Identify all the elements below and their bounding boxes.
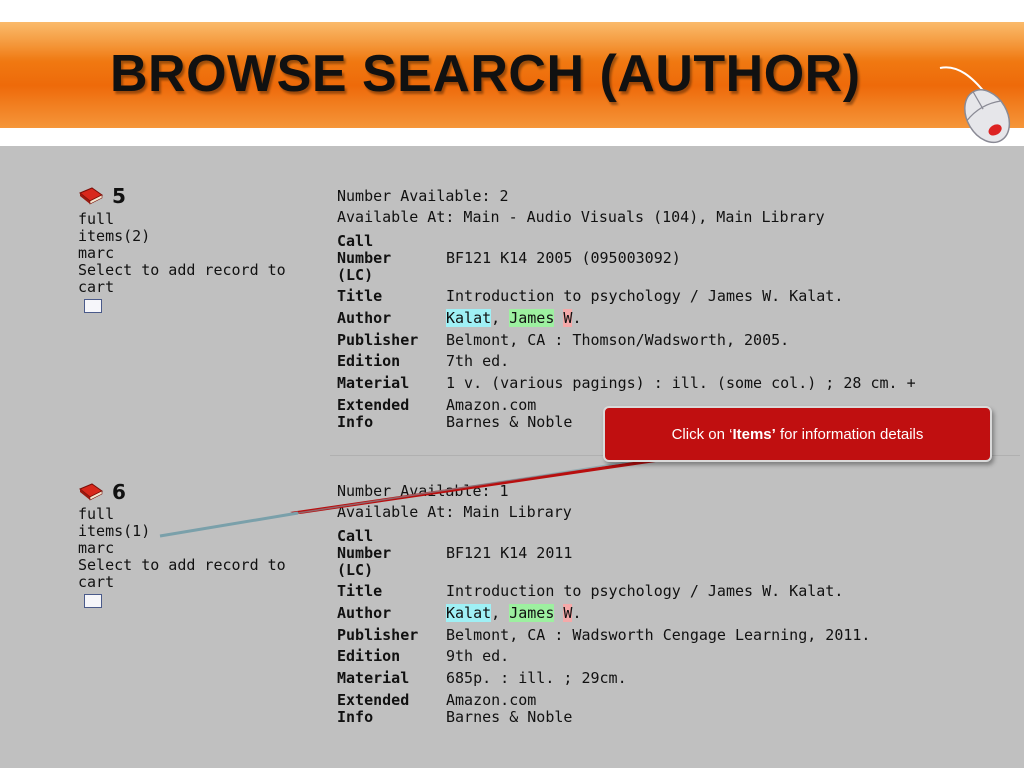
extended-info-links: Amazon.com Barnes & Noble xyxy=(446,397,572,431)
add-to-cart-checkbox[interactable] xyxy=(84,299,102,313)
call-number-label: Call Number (LC) xyxy=(337,233,447,284)
author-first-name: James xyxy=(509,309,555,327)
full-link[interactable]: full xyxy=(78,210,115,228)
add-to-cart-label-cont: cart xyxy=(78,278,115,296)
publisher-value: Belmont, CA : Wadsworth Cengage Learning… xyxy=(446,626,871,644)
call-number-label-1: Call xyxy=(337,527,374,545)
book-icon xyxy=(79,483,103,501)
author-initial: W xyxy=(563,309,573,327)
callout-text: Click on ‘Items’ for information details xyxy=(672,426,924,443)
callout-bold: Items’ xyxy=(732,425,776,443)
call-number-value: BF121 K14 2011 xyxy=(446,544,573,562)
title-banner-shine xyxy=(0,22,1024,62)
items-link[interactable]: items(2) xyxy=(78,227,151,245)
callout-box: Click on ‘Items’ for information details xyxy=(603,406,992,462)
publisher-label: Publisher xyxy=(337,331,419,349)
publisher-label: Publisher xyxy=(337,626,419,644)
call-number-label-3: (LC) xyxy=(337,561,374,579)
full-link[interactable]: full xyxy=(78,505,115,523)
extended-info-label-1: Extended xyxy=(337,396,410,414)
number-available: Number Available: 2 xyxy=(337,187,509,205)
title-label: Title xyxy=(337,287,383,305)
call-number-label: Call Number (LC) xyxy=(337,528,447,579)
material-label: Material xyxy=(337,374,410,392)
callout-prefix: Click on ‘ xyxy=(671,425,733,443)
extended-info-label-2: Info xyxy=(337,708,374,726)
extended-info-label: Extended Info xyxy=(337,692,447,726)
number-available: Number Available: 1 xyxy=(337,482,509,500)
author-last-name: Kalat xyxy=(446,604,492,622)
publisher-value: Belmont, CA : Thomson/Wadsworth, 2005. xyxy=(446,331,790,349)
record-number: 6 xyxy=(112,480,126,504)
author-last-name: Kalat xyxy=(446,309,492,327)
record-links: full items(2) marc Select to add record … xyxy=(78,211,286,296)
barnes-noble-link[interactable]: Barnes & Noble xyxy=(446,708,573,726)
amazon-link[interactable]: Amazon.com xyxy=(446,691,537,709)
call-number-label-3: (LC) xyxy=(337,266,374,284)
record-number: 5 xyxy=(112,184,126,208)
extended-info-links: Amazon.com Barnes & Noble xyxy=(446,692,572,726)
material-value: 685p. : ill. ; 29cm. xyxy=(446,669,627,687)
marc-link[interactable]: marc xyxy=(78,539,115,557)
marc-link[interactable]: marc xyxy=(78,244,115,262)
author-first-name: James xyxy=(509,604,555,622)
author-label: Author xyxy=(337,309,392,327)
items-link[interactable]: items(1) xyxy=(78,522,151,540)
slide-title: BROWSE SEARCH (AUTHOR) xyxy=(110,45,861,103)
add-to-cart-label: Select to add record to xyxy=(78,556,286,574)
barnes-noble-link[interactable]: Barnes & Noble xyxy=(446,413,573,431)
record-header: 5 xyxy=(78,184,126,208)
author-label: Author xyxy=(337,604,392,622)
extended-info-label-2: Info xyxy=(337,413,374,431)
material-label: Material xyxy=(337,669,410,687)
edition-label: Edition xyxy=(337,352,401,370)
available-at: Available At: Main Library xyxy=(337,503,572,521)
title-label: Title xyxy=(337,582,383,600)
title-value: Introduction to psychology / James W. Ka… xyxy=(446,582,844,600)
title-value: Introduction to psychology / James W. Ka… xyxy=(446,287,844,305)
callout-suffix: for information details xyxy=(775,425,924,443)
extended-info-label: Extended Info xyxy=(337,397,447,431)
call-number-value: BF121 K14 2005 (095003092) xyxy=(446,249,681,267)
record-header: 6 xyxy=(78,480,126,504)
author-initial: W xyxy=(563,604,573,622)
available-at: Available At: Main - Audio Visuals (104)… xyxy=(337,208,825,226)
add-to-cart-label-cont: cart xyxy=(78,573,115,591)
add-to-cart-checkbox[interactable] xyxy=(84,594,102,608)
call-number-label-2: Number xyxy=(337,544,392,562)
author-value[interactable]: Kalat, James W. xyxy=(446,309,582,327)
extended-info-label-1: Extended xyxy=(337,691,410,709)
computer-mouse-icon xyxy=(939,66,1011,144)
amazon-link[interactable]: Amazon.com xyxy=(446,396,537,414)
edition-value: 7th ed. xyxy=(446,352,510,370)
add-to-cart-label: Select to add record to xyxy=(78,261,286,279)
call-number-label-1: Call xyxy=(337,232,374,250)
record-links: full items(1) marc Select to add record … xyxy=(78,506,286,591)
call-number-label-2: Number xyxy=(337,249,392,267)
edition-label: Edition xyxy=(337,647,401,665)
title-banner xyxy=(0,22,1024,128)
edition-value: 9th ed. xyxy=(446,647,510,665)
material-value: 1 v. (various pagings) : ill. (some col.… xyxy=(446,374,916,392)
author-value[interactable]: Kalat, James W. xyxy=(446,604,582,622)
book-icon xyxy=(79,187,103,205)
